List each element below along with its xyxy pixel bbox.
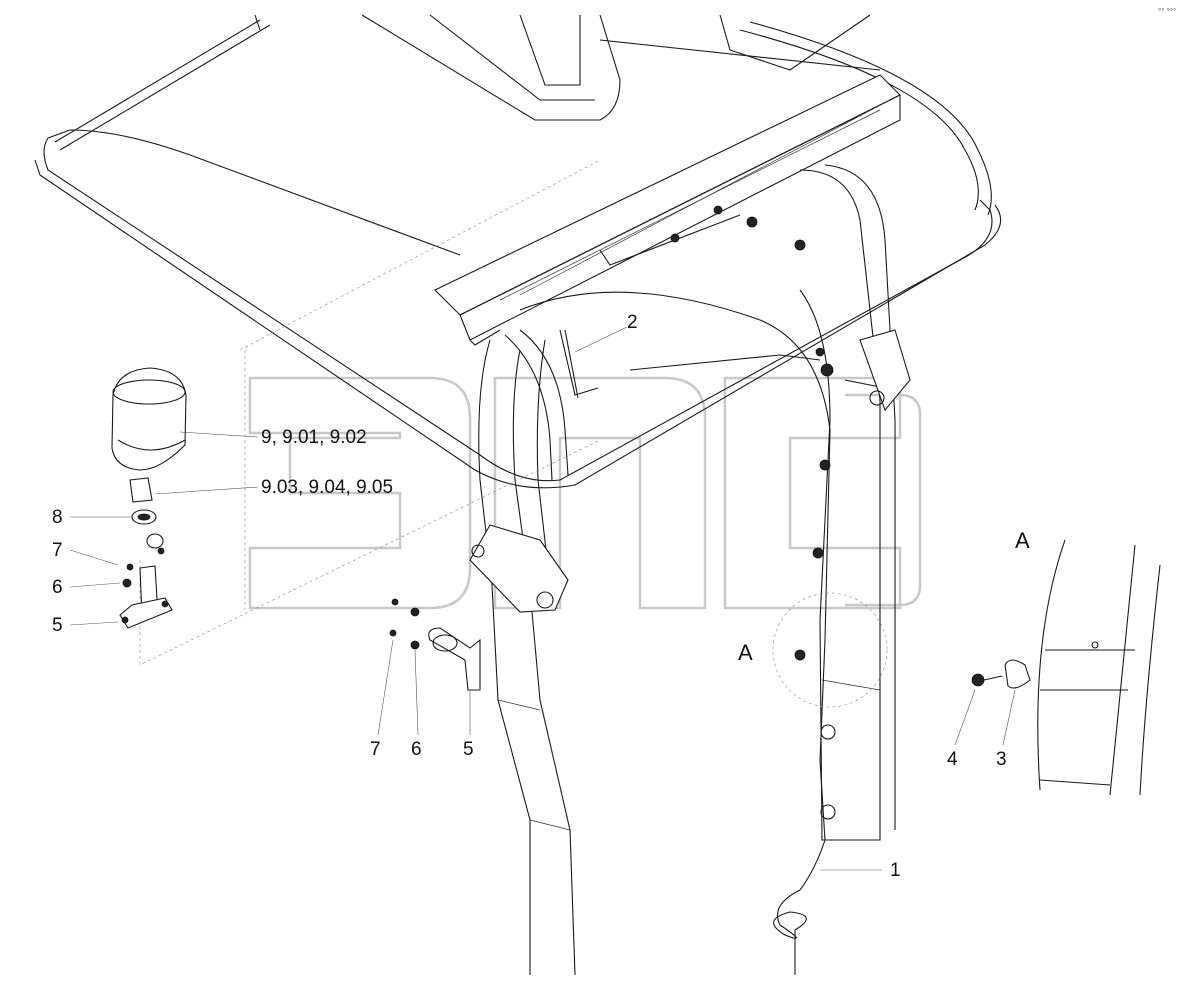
leader-lines [69, 326, 1016, 871]
label-1: 1 [890, 860, 901, 881]
label-beacon-base: 9.03, 9.04, 9.05 [261, 477, 393, 498]
corner-mark: °° °°° [1158, 7, 1176, 16]
label-5-left: 5 [52, 615, 63, 636]
fasteners [670, 205, 834, 661]
label-3: 3 [996, 749, 1007, 770]
label-4: 4 [947, 749, 958, 770]
beacon-assembly [111, 367, 187, 629]
pillar-right [799, 164, 911, 841]
construction-lines [139, 159, 888, 708]
callout-labels: 9, 9.01, 9.02 9.03, 9.04, 9.05 8 7 6 5 2… [52, 7, 1176, 881]
label-6-mid: 6 [411, 739, 422, 760]
watermark-logo [248, 376, 902, 610]
label-view-a-detail: A [1015, 528, 1030, 553]
wiring-harness [519, 214, 831, 975]
label-beacon: 9, 9.01, 9.02 [261, 427, 367, 448]
cab-roof [34, 14, 1002, 489]
label-view-a-callout: A [738, 640, 753, 665]
detail-view-a [971, 539, 1161, 796]
label-7-left: 7 [52, 540, 63, 561]
label-5-mid: 5 [463, 739, 474, 760]
middle-bracket [389, 598, 481, 691]
label-8: 8 [52, 507, 63, 528]
label-6-left: 6 [52, 577, 63, 598]
label-7-mid: 7 [370, 739, 381, 760]
label-2: 2 [627, 312, 638, 333]
watermark-logo-b [845, 393, 922, 607]
pillar-left [469, 339, 576, 976]
